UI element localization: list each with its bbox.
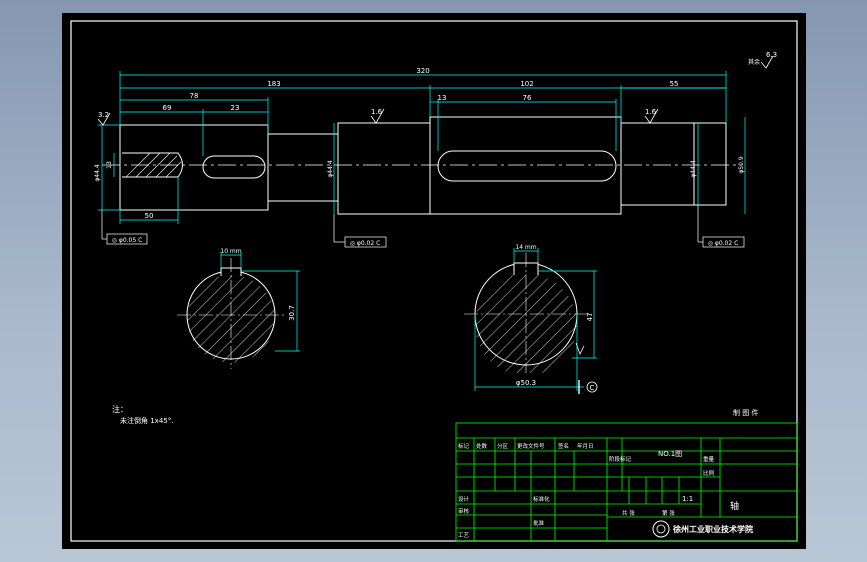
roughness-symbols — [97, 55, 774, 126]
tolerance-frames: ◎ φ0.05 C ◎ φ0.02 C ◎ φ0.02 C — [101, 205, 745, 248]
dim-76: 76 — [523, 94, 532, 102]
title-block — [455, 422, 798, 542]
section-view-left: 10 mm 30.7 — [177, 248, 300, 369]
top-dimension-labels: 320 183 102 78 69 23 13 76 55 50 — [145, 67, 679, 220]
tolerance-frame-1: ◎ φ0.05 C — [112, 237, 143, 244]
tb-cell-8: 审核 — [458, 507, 470, 515]
tb-cell-2: 分区 — [497, 442, 509, 450]
datum-circle — [586, 381, 598, 393]
dim-keyway-top-left: 10 mm — [220, 248, 241, 255]
roughness-symbol-3 — [97, 112, 111, 126]
tb-cell-12: 重量 — [703, 455, 715, 463]
shaft-segment-middle — [337, 122, 431, 215]
tb-cell-15: 第 张 — [662, 509, 675, 517]
top-dimensions — [98, 71, 746, 224]
shaft-segment-large — [429, 116, 622, 215]
dim-keyway-depth-left: 30.7 — [288, 305, 296, 321]
dim-keyway-top-right: 14 mm — [515, 244, 536, 251]
tb-cell-0: 标记 — [458, 442, 470, 450]
dim-left-span: 183 — [267, 80, 280, 88]
section-hatch-left — [187, 268, 276, 363]
tb-cell-11: 阶段标记 — [609, 455, 632, 463]
tb-cell-7: 标准化 — [533, 495, 550, 503]
keyway-slot-left — [202, 155, 266, 179]
dim-outer-dia: φ50.3 — [516, 379, 536, 387]
shaft-segment-right — [620, 122, 727, 206]
shaft-segment-left — [119, 124, 269, 211]
titleblock-corner-tag: 制 图 件 — [733, 408, 758, 417]
dim-bore: 47 — [586, 313, 594, 322]
roughness-symbol-1 — [370, 108, 385, 124]
roughness-label-corner: 6.3 — [766, 51, 777, 59]
tb-scale: 1:1 — [682, 495, 693, 503]
diameter-labels: φ44.4 13 φ44.4 φ44.4 φ50.9 — [94, 156, 745, 182]
section-roughness-mark — [575, 342, 585, 356]
tb-cell-3: 更改文件号 — [517, 442, 545, 450]
tb-cell-10: 批准 — [533, 519, 545, 527]
dim-69: 69 — [163, 104, 172, 112]
technical-notes: 注： 未注倒角 1x45°. — [112, 404, 173, 425]
tb-cell-4: 签名 — [558, 442, 569, 450]
roughness-corner-note: 其余 — [748, 58, 760, 66]
shaft-elevation — [119, 116, 727, 215]
drawing-sheet: 320 183 102 78 69 23 13 76 55 50 φ44.4 1… — [62, 13, 806, 549]
dim-78: 78 — [190, 92, 199, 100]
dim-50: 50 — [145, 212, 154, 220]
roughness-label-2: 1.6 — [645, 108, 657, 116]
company-name: 徐州工业职业技术学院 — [672, 524, 753, 534]
keyway-slot-right — [437, 150, 617, 182]
tb-part-name: 轴 — [730, 500, 739, 512]
dim-55: 55 — [670, 80, 679, 88]
dim-dia-mid: φ44.4 — [327, 160, 334, 178]
tb-cell-1: 处数 — [476, 442, 488, 450]
roughness-labels: 1.6 1.6 3.2 6.3 其余 — [98, 51, 777, 119]
sheet-border — [70, 20, 798, 542]
dim-13: 13 — [438, 94, 447, 102]
roughness-symbol-corner — [760, 55, 774, 69]
section-view-right: 14 mm 47 φ50.3 C — [464, 244, 598, 394]
dim-right-span: 102 — [520, 80, 533, 88]
roughness-label-1: 1.6 — [371, 108, 383, 116]
tb-cell-14: 共 张 — [622, 509, 635, 517]
tb-cell-9: 工艺 — [458, 532, 470, 539]
datum-label: C — [590, 384, 595, 392]
tb-cell-13: 比例 — [703, 469, 715, 477]
dim-total: 320 — [416, 67, 429, 75]
notes-line-1: 未注倒角 1x45°. — [120, 416, 173, 425]
company-logo: 徐州工业职业技术学院 — [652, 520, 753, 538]
shaft-drawing: 320 183 102 78 69 23 13 76 55 50 φ44.4 1… — [70, 20, 798, 542]
dim-bore-small: 13 — [106, 161, 113, 169]
tb-drawing-label: NO.1图 — [658, 450, 682, 458]
dim-dia-right: φ44.4 — [690, 160, 697, 178]
section-hatch-right — [475, 263, 577, 373]
notes-title: 注： — [112, 404, 128, 414]
title-block-text: 标记 处数 分区 更改文件号 签名 年月日 设计 标准化 审核 工艺 批准 阶段… — [458, 442, 739, 539]
tolerance-frame-3: ◎ φ0.02 C — [708, 240, 739, 247]
dim-dia-end: φ50.9 — [738, 156, 745, 174]
tb-cell-5: 年月日 — [577, 442, 594, 450]
dim-dia-left: φ44.4 — [94, 164, 101, 182]
roughness-symbol-2 — [644, 108, 659, 124]
tolerance-frame-2: ◎ φ0.02 C — [350, 240, 381, 247]
dim-23: 23 — [231, 104, 240, 112]
roughness-label-3: 3.2 — [98, 111, 109, 119]
tb-cell-6: 设计 — [458, 495, 470, 503]
